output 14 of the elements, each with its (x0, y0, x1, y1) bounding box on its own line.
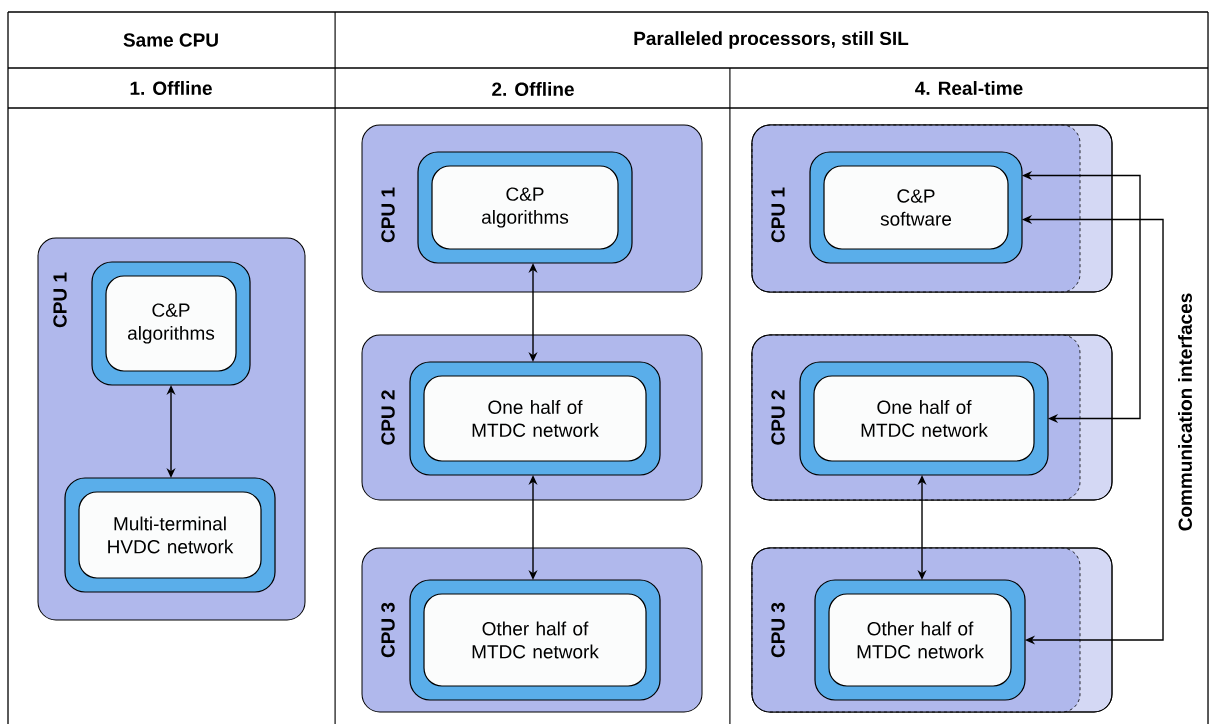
process-box: C&P algorithms (417, 151, 633, 264)
column-header: 1. Offline (130, 81, 212, 95)
column-header: Paralleled processors, still SIL (634, 31, 909, 49)
column-header: Same CPU (123, 33, 218, 47)
column-header: 4. Real-time (915, 81, 1023, 95)
process-box: C&P software (809, 151, 1023, 264)
process-box: Multi-terminal HVDC network (64, 477, 276, 593)
process-box: C&P algorithms (91, 261, 251, 386)
side-label: Communication interfaces (1178, 293, 1192, 531)
column-header: 2. Offline (492, 82, 574, 96)
process-box: Other half of MTDC network (409, 579, 661, 701)
process-box: One half of MTDC network (799, 361, 1049, 476)
process-box: One half of MTDC network (409, 361, 661, 476)
process-box: Other half of MTDC network (814, 579, 1026, 701)
